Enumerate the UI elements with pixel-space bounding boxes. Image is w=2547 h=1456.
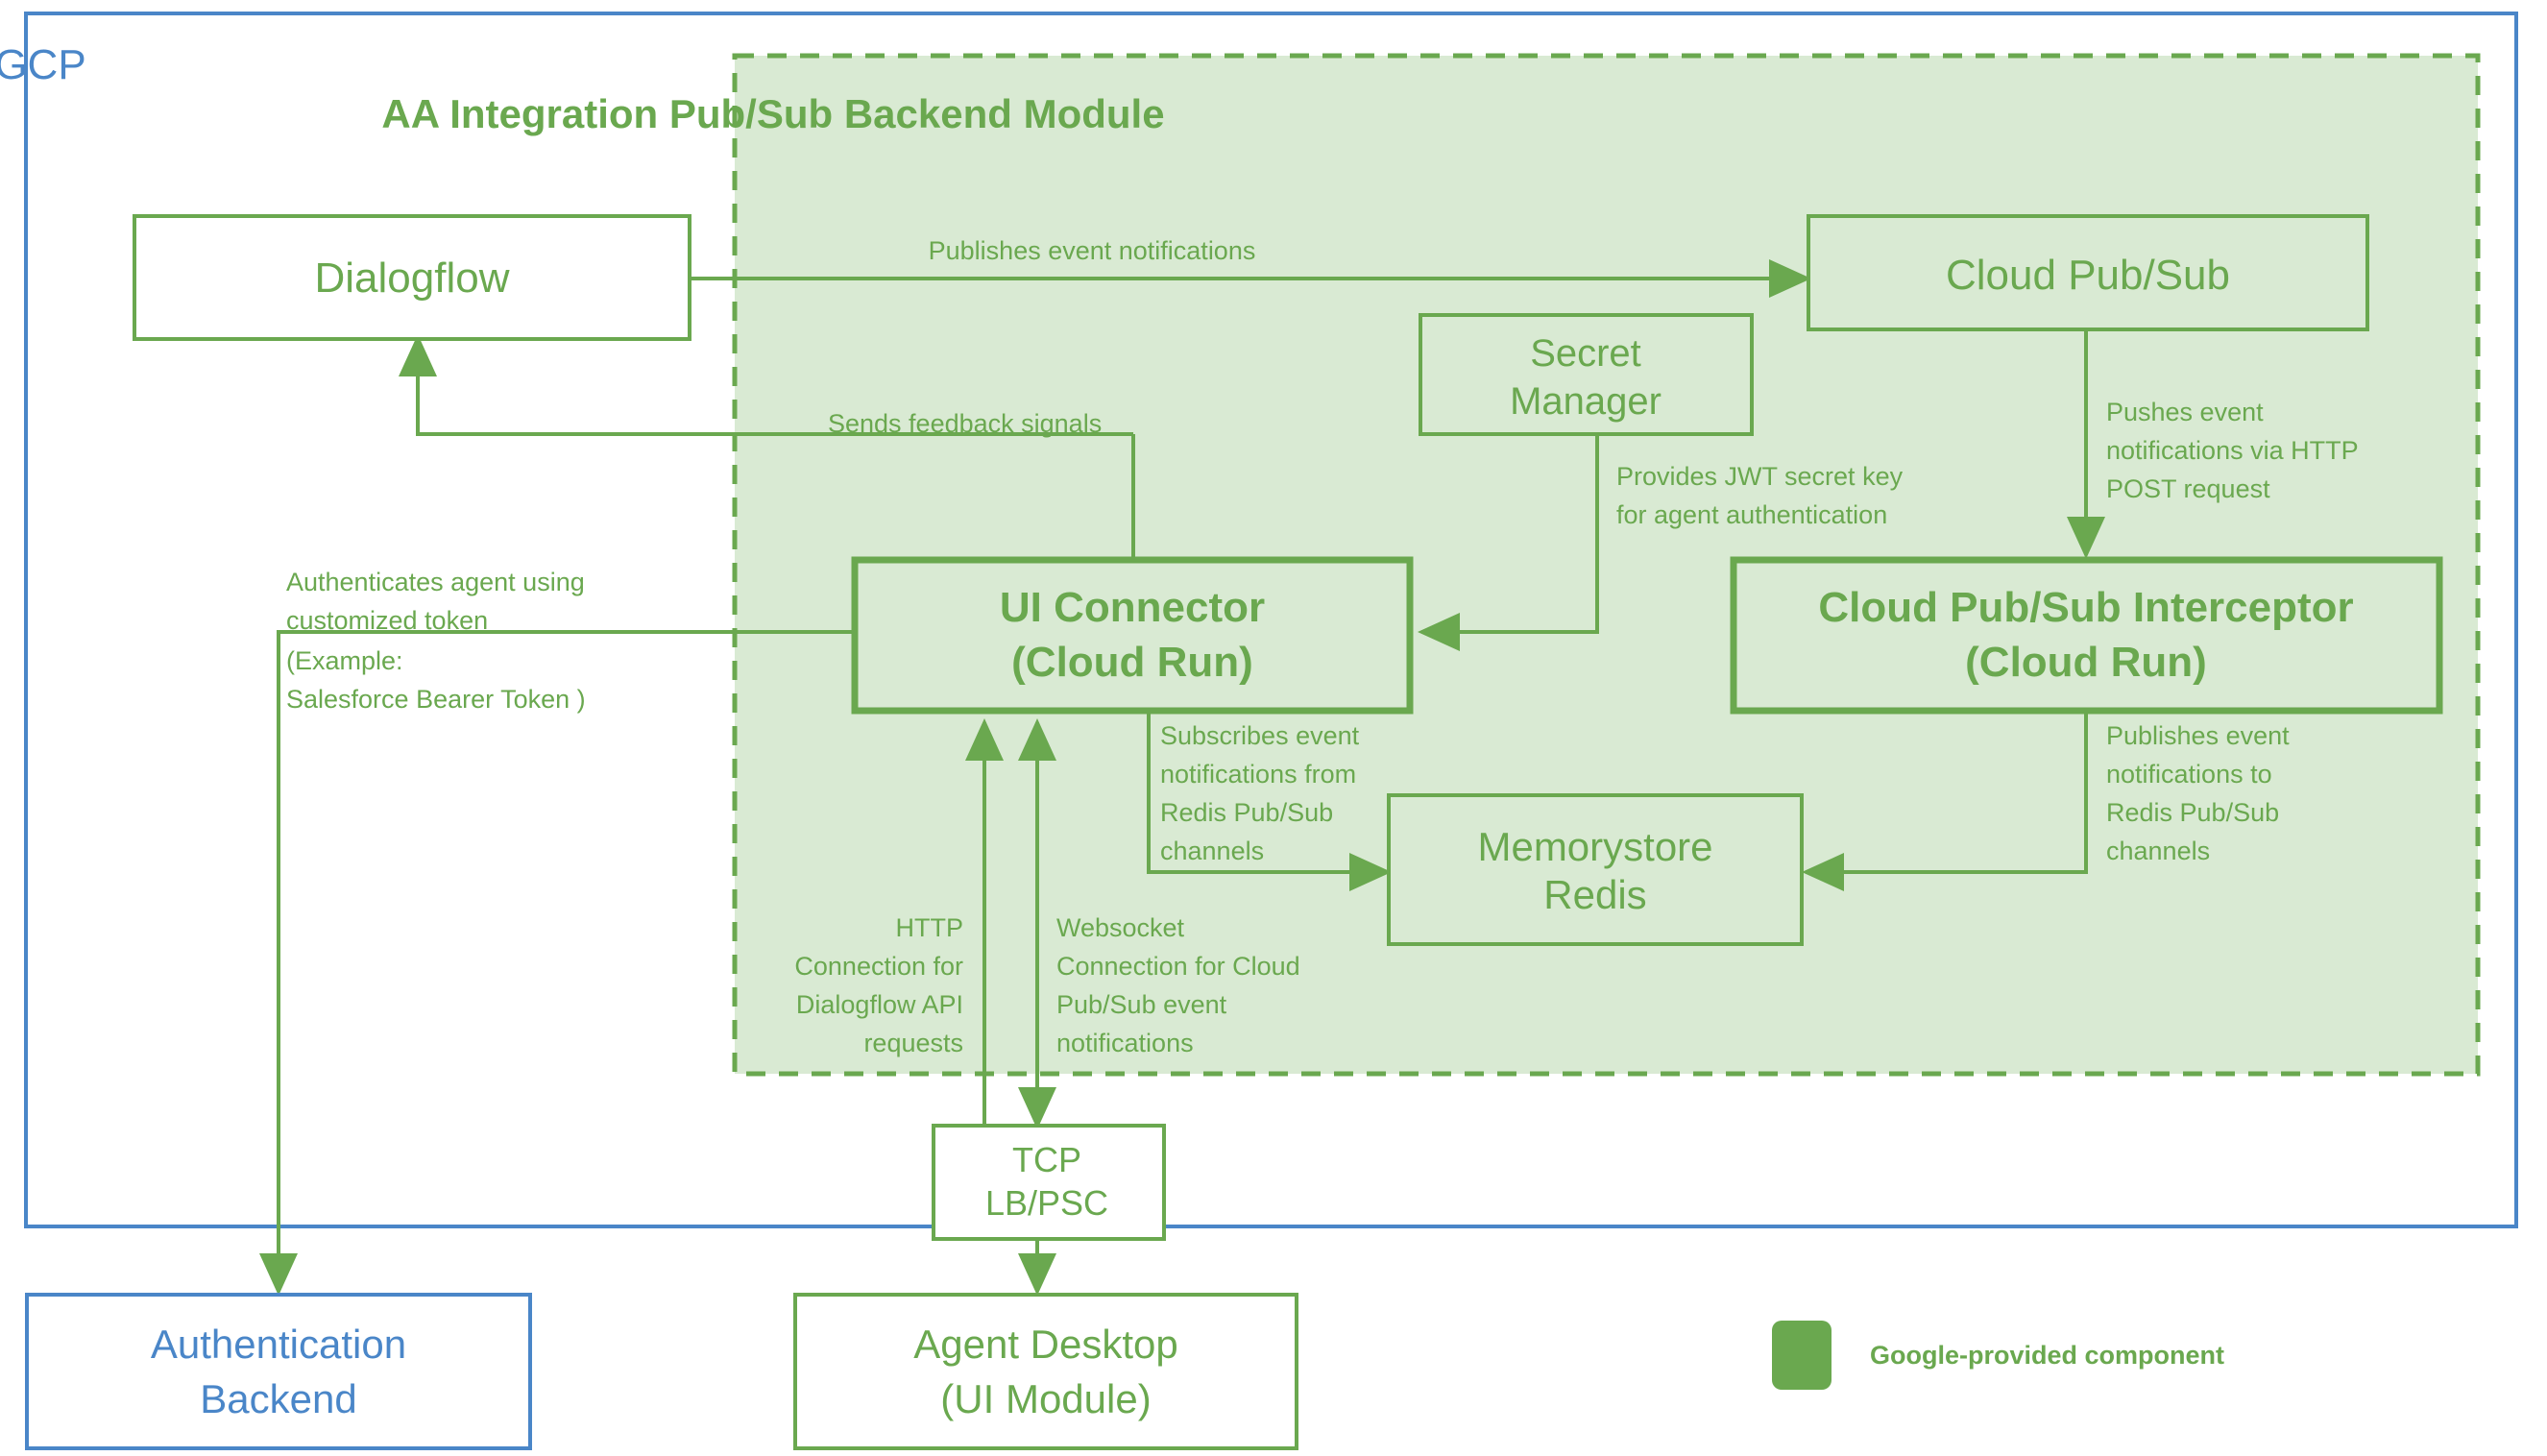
- node-ui-connector-label-2: (Cloud Run): [1011, 639, 1253, 686]
- edge-label-http-connection-2: Connection for: [794, 952, 963, 981]
- edge-label-publishes-event-notifications: Publishes event notifications: [929, 236, 1256, 265]
- node-interceptor-label: Cloud Pub/Sub Interceptor: [1818, 584, 2353, 631]
- node-ui-connector[interactable]: [851, 556, 1414, 715]
- node-auth-backend[interactable]: [25, 1293, 532, 1450]
- edge-label-websocket-connection-2: Connection for Cloud: [1056, 952, 1300, 981]
- node-ui-connector-label: UI Connector: [1000, 584, 1265, 631]
- node-agent-desktop[interactable]: [793, 1293, 1298, 1450]
- node-agent-desktop-label-2: (UI Module): [940, 1376, 1151, 1421]
- gcp-label: GCP: [0, 41, 86, 88]
- node-interceptor[interactable]: [1730, 556, 2443, 715]
- edge-label-websocket-connection-4: notifications: [1056, 1029, 1194, 1057]
- node-dialogflow[interactable]: [133, 214, 691, 341]
- edge-label-publishes-to-redis-2: notifications to: [2106, 760, 2272, 789]
- node-auth-backend-label: Authentication: [151, 1322, 406, 1367]
- node-cloud-pubsub[interactable]: [1807, 214, 2369, 331]
- edge-label-pushes-event-3: POST request: [2106, 474, 2270, 503]
- edge-label-pushes-event: Pushes event: [2106, 398, 2264, 426]
- node-secret-manager-label-2: Manager: [1510, 380, 1662, 423]
- node-memorystore-redis-label-2: Redis: [1543, 872, 1646, 917]
- edge-uiconnector-to-dialogflow: [399, 334, 1133, 436]
- edge-label-subscribes-from-redis-3: Redis Pub/Sub: [1160, 798, 1333, 827]
- edge-label-publishes-to-redis: Publishes event: [2106, 721, 2290, 750]
- edge-label-provides-jwt-2: for agent authentication: [1616, 500, 1887, 529]
- node-tcp-lb-psc-label: TCP: [1012, 1140, 1081, 1179]
- edge-label-publishes-to-redis-3: Redis Pub/Sub: [2106, 798, 2279, 827]
- edge-label-websocket-connection-3: Pub/Sub event: [1056, 990, 1227, 1019]
- node-secret-manager[interactable]: [1419, 313, 1754, 436]
- edge-label-http-connection: HTTP: [896, 913, 964, 942]
- edge-label-subscribes-from-redis-4: channels: [1160, 837, 1264, 865]
- module-title: AA Integration Pub/Sub Backend Module: [381, 91, 1164, 136]
- node-tcp-lb-psc[interactable]: [932, 1124, 1166, 1241]
- node-cloud-pubsub-label: Cloud Pub/Sub: [1946, 252, 2230, 299]
- edge-label-http-connection-3: Dialogflow API: [796, 990, 963, 1019]
- edge-uiconnector-to-memorystore: [1147, 711, 1392, 891]
- node-memorystore-redis-label: Memorystore: [1477, 824, 1712, 869]
- legend-label: Google-provided component: [1870, 1341, 2224, 1370]
- node-tcp-lb-psc-label-2: LB/PSC: [985, 1183, 1108, 1223]
- edge-label-pushes-event-2: notifications via HTTP: [2106, 436, 2359, 465]
- edge-label-subscribes-from-redis-2: notifications from: [1160, 760, 1356, 789]
- node-memorystore-redis[interactable]: [1387, 793, 1804, 946]
- edge-interceptor-to-memorystore: [1802, 711, 2088, 891]
- legend-swatch: [1772, 1321, 1831, 1390]
- node-auth-backend-label-2: Backend: [200, 1376, 356, 1421]
- edge-label-authenticates-agent-3: (Example:: [286, 646, 403, 675]
- edge-secretmanager-to-uiconnector: [1418, 434, 1599, 651]
- node-interceptor-label-2: (Cloud Run): [1965, 639, 2207, 686]
- edge-label-publishes-to-redis-4: channels: [2106, 837, 2210, 865]
- node-agent-desktop-label: Agent Desktop: [913, 1322, 1178, 1367]
- edge-label-authenticates-agent: Authenticates agent using: [286, 568, 585, 596]
- edge-label-authenticates-agent-4: Salesforce Bearer Token ): [286, 685, 586, 714]
- edge-label-sends-feedback-signals: Sends feedback signals: [828, 409, 1102, 438]
- node-dialogflow-label: Dialogflow: [315, 255, 510, 302]
- edge-label-websocket-connection: Websocket: [1056, 913, 1185, 942]
- node-secret-manager-label: Secret: [1530, 332, 1641, 375]
- edge-label-subscribes-from-redis: Subscribes event: [1160, 721, 1360, 750]
- edge-uiconnector-to-authbackend: [259, 630, 855, 1296]
- edge-label-http-connection-4: requests: [863, 1029, 963, 1057]
- edge-label-authenticates-agent-2: customized token: [286, 606, 488, 635]
- edge-label-provides-jwt: Provides JWT secret key: [1616, 462, 1904, 491]
